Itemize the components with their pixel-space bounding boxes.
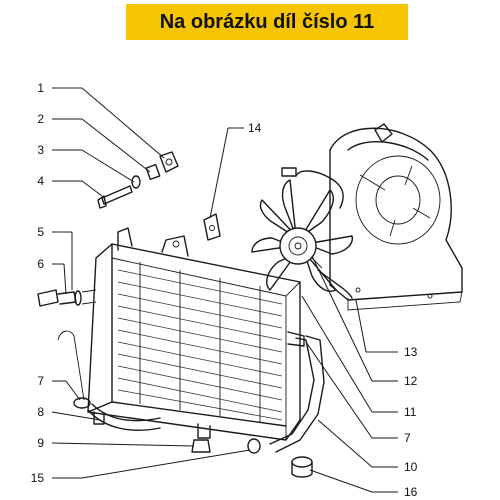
part-10-hose — [269, 335, 325, 453]
callout-16: 16 — [404, 485, 418, 499]
radiator-core — [117, 262, 283, 422]
callout-5: 5 — [37, 225, 44, 239]
callout-7-right: 7 — [404, 431, 411, 445]
callout-labels: 1 2 3 4 5 6 7 8 9 15 14 13 12 11 7 10 16 — [31, 81, 418, 499]
fan-shroud — [329, 123, 463, 311]
callout-3: 3 — [37, 143, 44, 157]
part-3-washer — [131, 175, 141, 189]
header-title: Na obrázku díl číslo 11 — [159, 10, 375, 33]
part-15-clamp — [247, 438, 261, 454]
fan-motor — [279, 227, 323, 269]
callout-11: 11 — [404, 405, 417, 419]
part-1-nut — [159, 151, 179, 173]
callout-6: 6 — [37, 257, 44, 271]
header-banner: Na obrázku díl číslo 11 — [126, 4, 408, 40]
callout-1: 1 — [37, 81, 44, 95]
leader-lines — [51, 87, 398, 493]
part-14-clip — [203, 213, 221, 241]
callout-12: 12 — [404, 374, 418, 388]
callout-7-left: 7 — [37, 374, 44, 388]
part-4-screw — [97, 185, 133, 209]
callout-14: 14 — [248, 121, 262, 135]
part-16-grommet — [291, 456, 313, 478]
part-7-clamp-left — [73, 397, 91, 409]
callout-15: 15 — [31, 471, 45, 485]
fan-wire — [281, 167, 353, 299]
callout-13: 13 — [404, 345, 418, 359]
fan-blades — [251, 179, 353, 292]
callout-2: 2 — [37, 112, 44, 126]
callout-10: 10 — [404, 460, 418, 474]
part-8-hose — [57, 330, 161, 431]
part-2-bushing — [145, 163, 161, 181]
part-9-cap — [191, 439, 211, 453]
callout-4: 4 — [37, 174, 44, 188]
part-5-6-sensor — [37, 289, 97, 307]
callout-9: 9 — [37, 436, 44, 450]
callout-8: 8 — [37, 405, 44, 419]
radiator — [87, 227, 305, 441]
